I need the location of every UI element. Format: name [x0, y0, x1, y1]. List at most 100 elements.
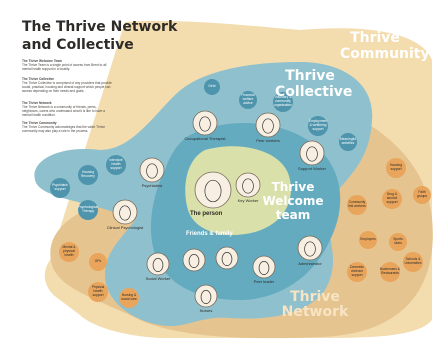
- page-title-line1: The Thrive Network: [22, 19, 178, 35]
- intro-head: The Thrive Collective: [22, 77, 55, 81]
- person-5-label: Clinical Psychologist: [106, 225, 144, 230]
- zone-label-collective: Thrive Collective: [275, 68, 353, 100]
- left-node-4-label: Psychological Therapy: [77, 205, 99, 213]
- collective-node-8: [413, 186, 431, 204]
- intro-community: The Thrive Community The Thrive Communit…: [22, 121, 112, 134]
- left-node-4: [78, 200, 98, 220]
- person-6-label: Key Worker: [237, 198, 259, 203]
- network-node-6-label: GPs: [94, 259, 102, 264]
- intro-head: The Thrive Network: [22, 101, 52, 105]
- collective-node-7-label: Drug & alcohol support: [386, 192, 398, 204]
- center-label-person: The person: [190, 211, 223, 217]
- person-2-portrait: [255, 112, 281, 138]
- collective-node-5: [339, 133, 357, 151]
- intro-head: The Thrive Community: [22, 121, 57, 125]
- person-10-face-icon: [200, 290, 212, 304]
- collective-node-3-label: Voluntary & community organisation: [274, 95, 292, 107]
- left-node-2: [78, 165, 98, 185]
- friends-family-label: Friends & family: [186, 231, 233, 237]
- person-8-portrait: [297, 235, 323, 261]
- collective-node-8-label: Faith groups: [416, 190, 428, 198]
- person-9-portrait: [252, 255, 276, 279]
- collective-node-9: [359, 231, 377, 249]
- person-1-label: Occupational Therapist: [184, 136, 226, 141]
- collective-node-9-label: Employers: [360, 237, 376, 242]
- collective-node-1-label: Debt: [208, 84, 216, 89]
- person-6-portrait: [235, 172, 261, 198]
- intro-welcome: The Thrive Welcome Team The Thrive Team …: [22, 59, 112, 72]
- person-4-face-icon: [146, 163, 158, 179]
- collective-node-4: [308, 116, 328, 136]
- person-4-label: Psychiatrist: [141, 183, 163, 188]
- network-node-1: [347, 195, 367, 215]
- network-node-5-label: Mental & physical health: [62, 245, 76, 257]
- left-node-3-label: Intensive health support: [109, 158, 123, 170]
- network-node-8-label: Nursing & social care: [121, 293, 137, 301]
- intro-body: The Thrive Network is a community of fri…: [22, 104, 105, 117]
- family-2-portrait: [215, 246, 239, 270]
- zone-label-network: Thrive Network: [281, 289, 349, 320]
- network-node-1-label: Community link workers: [348, 200, 366, 208]
- collective-node-7: [382, 189, 402, 209]
- person-3-face-icon: [306, 146, 318, 162]
- person-4-portrait: [139, 157, 165, 183]
- network-node-4: [380, 262, 400, 282]
- person-5-face-icon: [119, 205, 131, 221]
- family-2-face-icon: [221, 252, 233, 266]
- person-2-face-icon: [262, 118, 274, 134]
- page-title-line2: and Collective: [22, 37, 134, 53]
- collective-node-2: [239, 91, 257, 109]
- zone-label-welcome: Thrive Welcome team: [262, 180, 324, 222]
- collective-node-4-label: Employment & wellbeing support: [308, 119, 328, 131]
- person-10-label: Nurses: [199, 308, 213, 313]
- person-8-face-icon: [304, 241, 316, 257]
- person-8-label: Administrator: [298, 261, 322, 266]
- intro-head: The Thrive Welcome Team: [22, 59, 62, 63]
- person-7-label: Social Worker: [145, 276, 171, 281]
- network-node-7: [88, 282, 108, 302]
- left-node-1-label: Psychiatric support: [52, 183, 68, 191]
- collective-node-10-label: Sports clubs: [393, 237, 403, 245]
- collective-node-11: [403, 252, 423, 272]
- network-node-3: [347, 262, 367, 282]
- intro-body: The Thrive Team is a single point of acc…: [22, 62, 107, 71]
- network-node-6: [89, 253, 107, 271]
- left-node-2-label: Housing Recovery: [81, 170, 95, 178]
- collective-node-6-label: Housing support: [389, 163, 403, 171]
- person-main-portrait: [194, 171, 232, 209]
- network-node-7-label: Physical health support: [91, 285, 105, 297]
- intro-body: The Thrive Collective is comprised of an…: [22, 80, 112, 93]
- person-1-face-icon: [199, 116, 211, 132]
- person-6-face-icon: [242, 178, 254, 194]
- family-1-face-icon: [188, 254, 200, 268]
- person-9-face-icon: [258, 261, 270, 275]
- left-node-3: [106, 155, 126, 175]
- person-2-label: Peer workers: [256, 138, 280, 143]
- intro-collective: The Thrive Collective The Thrive Collect…: [22, 77, 112, 94]
- person-5-portrait: [112, 199, 138, 225]
- family-1-portrait: [182, 248, 206, 272]
- collective-node-10: [389, 233, 407, 251]
- network-node-3-label: Domestic violence support: [350, 265, 364, 277]
- zone-label-community: Thrive Community: [340, 30, 430, 62]
- person-10-portrait: [194, 284, 218, 308]
- person-7-face-icon: [152, 258, 164, 272]
- network-node-5: [59, 242, 79, 262]
- person-main-face-icon: [204, 179, 222, 203]
- person-7-portrait: [146, 252, 170, 276]
- network-node-8: [119, 288, 139, 308]
- collective-node-1: [204, 79, 220, 95]
- collective-node-6: [386, 158, 406, 178]
- collective-node-2-label: Financial welfare advice: [241, 93, 255, 105]
- person-3-label: Support Worker: [298, 166, 326, 171]
- person-9-label: Peer leader: [253, 279, 275, 284]
- left-node-1: [50, 178, 70, 198]
- person-3-portrait: [299, 140, 325, 166]
- network-node-4-label: Businesses & Restaurants: [380, 267, 400, 275]
- zone-label-text: Thrive Community: [340, 30, 430, 62]
- intro-network: The Thrive Network The Thrive Network is…: [22, 101, 112, 118]
- collective-node-11-label: Schools & Universities: [404, 257, 422, 265]
- collective-node-5-label: Meaningful activities: [339, 137, 357, 145]
